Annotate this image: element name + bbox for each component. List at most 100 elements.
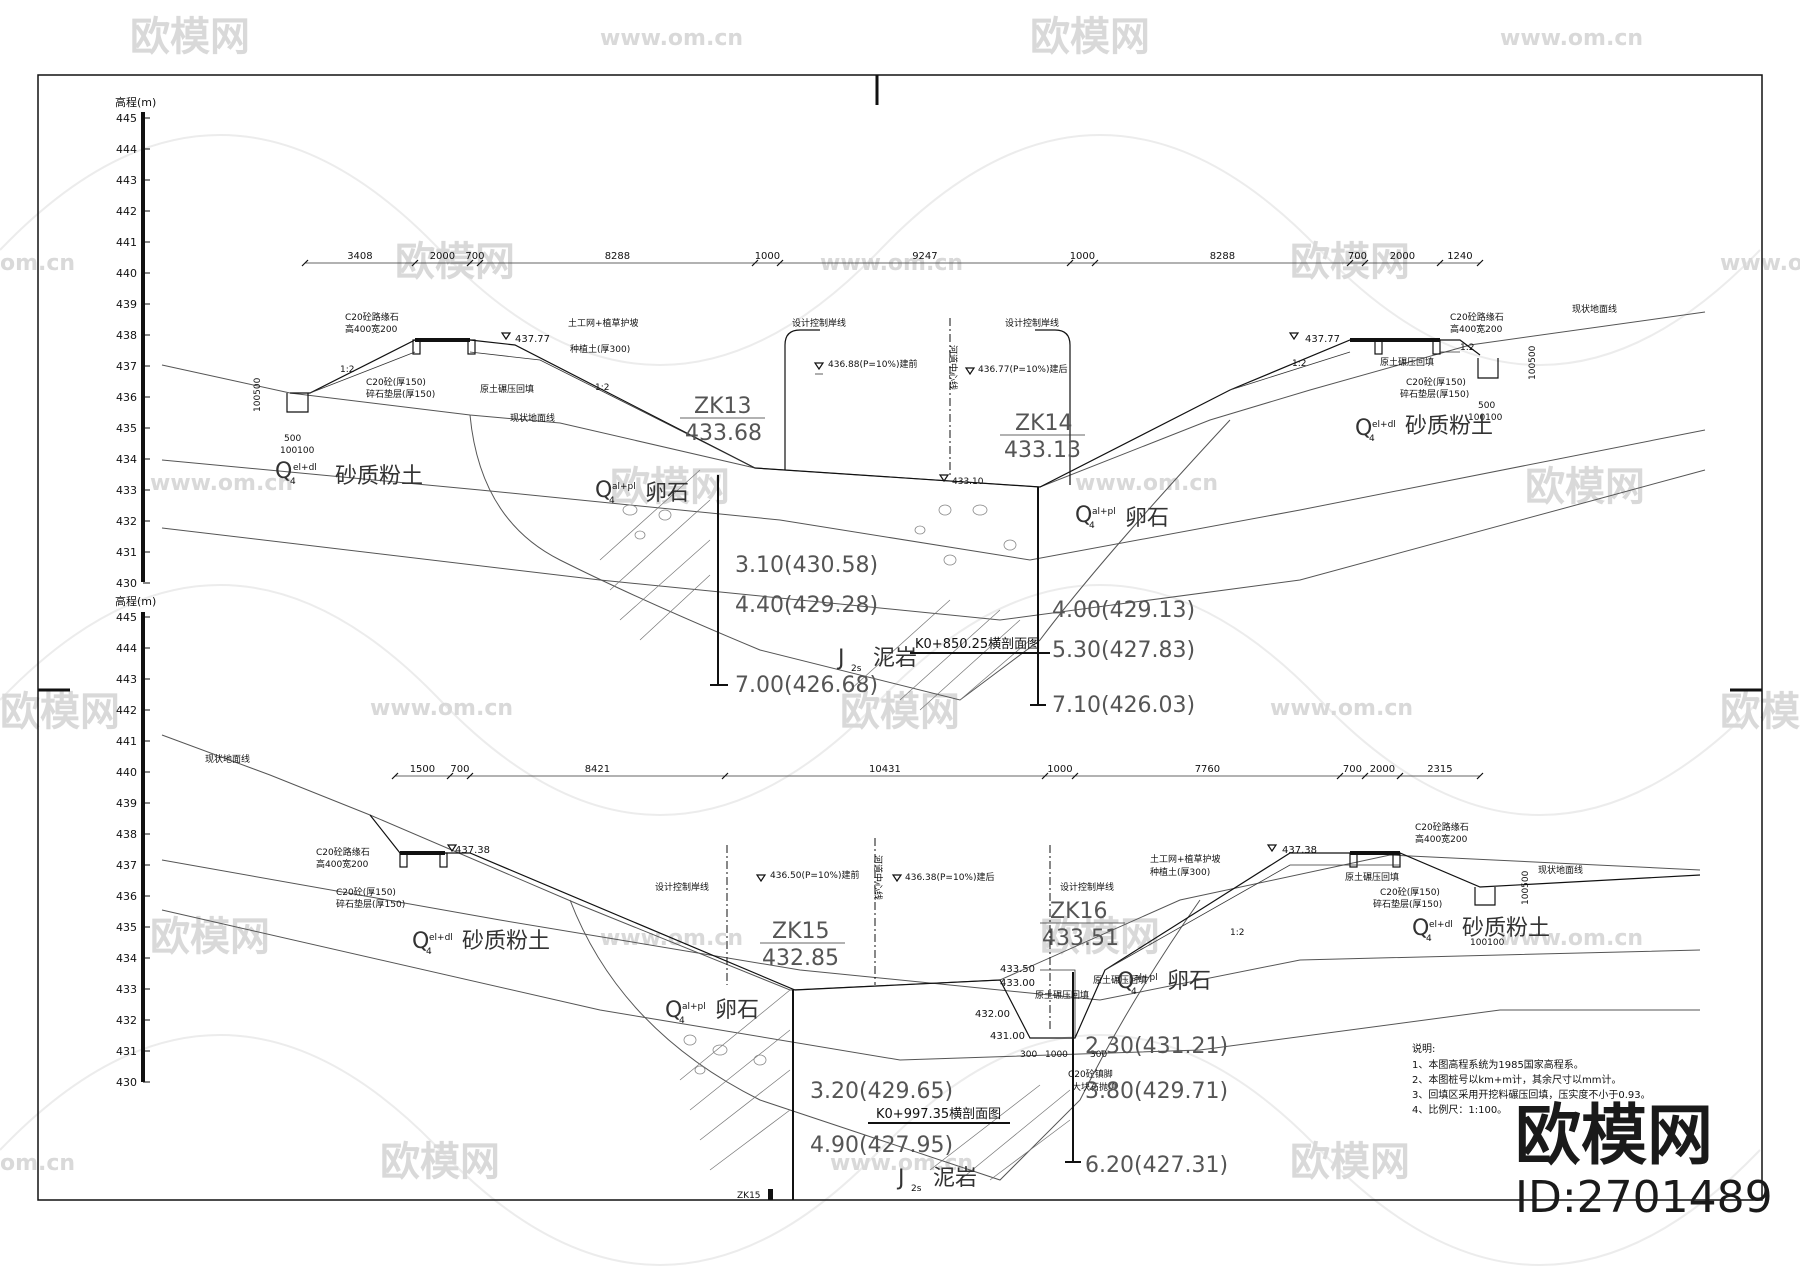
svg-text:C20砼路缘石: C20砼路缘石 [1415, 821, 1469, 833]
watermark-brand: 欧模网 [1720, 689, 1800, 735]
axis-tick-label: 440 [116, 766, 137, 779]
dimension-tick [1476, 259, 1484, 267]
svg-text:6.20(427.31): 6.20(427.31) [1085, 1153, 1228, 1178]
svg-text:种植土(厚300): 种植土(厚300) [570, 343, 630, 355]
axis-tick-label: 440 [116, 267, 137, 280]
watermark-brand: 欧模网 [1040, 914, 1160, 960]
axis-tick-label: 434 [116, 952, 137, 965]
svg-text:100100: 100100 [1468, 413, 1503, 423]
axis-tick-label: 435 [116, 422, 137, 435]
svg-text:种植土(厚300): 种植土(厚300) [1150, 866, 1210, 878]
svg-text:433.51: 433.51 [1042, 926, 1119, 951]
dimension-label: 7760 [1195, 764, 1220, 775]
svg-text:7.00(426.68): 7.00(426.68) [735, 673, 878, 698]
watermark-brand: 欧模网 [150, 914, 270, 960]
axis-tick-label: 437 [116, 859, 137, 872]
axis-tick-label: 430 [116, 577, 137, 590]
svg-text:300: 300 [1020, 1050, 1037, 1060]
dimension-tick [1336, 772, 1344, 780]
svg-text:泥岩: 泥岩 [873, 646, 917, 671]
svg-text:1:2: 1:2 [340, 365, 354, 375]
axis-tick-label: 438 [116, 329, 137, 342]
bed-elev-1: 433.10 [952, 477, 984, 487]
axis-tick-label: 432 [116, 1014, 137, 1027]
axis-tick-label: 435 [116, 921, 137, 934]
dimension-tick [1476, 772, 1484, 780]
elevation-axis-2: 高程(m) 4454444434424414404394384374364354… [115, 594, 156, 1089]
dimension-label: 700 [450, 764, 469, 775]
watermark-url: www.om.cn [1500, 26, 1643, 51]
cobble-pattern-2 [683, 1034, 767, 1075]
section-1: 高程(m) 4454444434424414404394384374364354… [115, 95, 1706, 718]
watermark-brand: 欧模网 [840, 689, 960, 735]
svg-text:1000: 1000 [1045, 1050, 1068, 1060]
svg-text:原土碾压回填: 原土碾压回填 [1380, 356, 1434, 368]
dimension-tick [1361, 259, 1369, 267]
dimension-label: 3408 [347, 251, 372, 262]
ditch-left-1 [286, 393, 309, 413]
watermark-url: www.om.cn [370, 696, 513, 721]
watermark-url: www.om.cn [1270, 696, 1413, 721]
design-profile-1 [290, 339, 1481, 488]
svg-text:al+pl: al+pl [1134, 973, 1158, 983]
svg-text:原土碾压回填: 原土碾压回填 [480, 383, 534, 395]
brand-logo-text: 欧模网 [1515, 1097, 1713, 1174]
ditch-right-2 [1474, 887, 1496, 906]
dimension-label: 2000 [1390, 251, 1415, 262]
svg-text:4: 4 [609, 496, 615, 506]
svg-text:碎石垫层(厚150): 碎石垫层(厚150) [1400, 388, 1469, 400]
borehole-label-zk13: ZK13 [694, 394, 752, 419]
svg-text:100500: 100500 [253, 377, 263, 412]
dimension-tick [301, 259, 309, 267]
note-item: 4、比例尺：1:100。 [1412, 1103, 1507, 1116]
design-control-line-left-1 [784, 329, 820, 470]
axis-tick-label: 445 [116, 611, 137, 624]
svg-text:4: 4 [1089, 521, 1095, 531]
watermark-url: www.om.cn [600, 26, 743, 51]
svg-text:Q: Q [1412, 916, 1429, 941]
dimension-label: 1000 [755, 251, 780, 262]
svg-text:2s: 2s [851, 664, 862, 674]
dimension-tick [1396, 772, 1404, 780]
svg-text:432.00: 432.00 [975, 1009, 1010, 1020]
section-title-1: K0+850.25横剖面图 [915, 637, 1040, 652]
borehole-label-zk14: ZK14 [1015, 411, 1073, 436]
watermark-arcs [0, 134, 1761, 1266]
dimension-tick [1071, 772, 1079, 780]
svg-text:1:2: 1:2 [1292, 359, 1306, 369]
svg-text:Q: Q [412, 929, 429, 954]
svg-text:el+dl: el+dl [293, 463, 317, 473]
svg-text:砂质粉土: 砂质粉土 [335, 464, 423, 489]
dimension-tick [411, 259, 419, 267]
axis-tick-label: 444 [116, 143, 137, 156]
axis-tick-label: 434 [116, 453, 137, 466]
svg-text:1:2: 1:2 [1460, 343, 1474, 353]
svg-text:433.00: 433.00 [1000, 978, 1035, 989]
dimension-tick [446, 772, 454, 780]
note-item: 1、本图高程系统为1985国家高程系。 [1412, 1058, 1584, 1071]
axis-tick-label: 430 [116, 1076, 137, 1089]
watermark-url: www.om.cn [150, 471, 293, 496]
svg-text:卵石: 卵石 [1167, 969, 1211, 994]
svg-text:4: 4 [1369, 434, 1375, 444]
watermark-brand: 欧模网 [1030, 14, 1150, 60]
dimension-label: 2315 [1427, 764, 1452, 775]
svg-text:al+pl: al+pl [612, 482, 636, 492]
axis-tick-label: 436 [116, 890, 137, 903]
svg-text:1:2: 1:2 [1230, 928, 1244, 938]
axis-tick-label: 433 [116, 983, 137, 996]
svg-text:Q: Q [665, 998, 682, 1023]
svg-text:432.85: 432.85 [762, 946, 839, 971]
flood-before-1: 436.88(P=10%)建前 [828, 358, 918, 370]
axis-tick-label: 444 [116, 642, 137, 655]
svg-text:ZK15: ZK15 [737, 1191, 761, 1201]
flood-before-2: 436.50(P=10%)建前 [770, 869, 860, 881]
svg-text:3.80(429.71): 3.80(429.71) [1085, 1079, 1228, 1104]
svg-text:C20砼(厚150): C20砼(厚150) [366, 376, 426, 388]
svg-text:C20砼路缘石: C20砼路缘石 [345, 311, 399, 323]
svg-text:al+pl: al+pl [1092, 507, 1116, 517]
svg-text:3.10(430.58): 3.10(430.58) [735, 553, 878, 578]
axis-tick-label: 436 [116, 391, 137, 404]
axis-tick-label: 443 [116, 673, 137, 686]
